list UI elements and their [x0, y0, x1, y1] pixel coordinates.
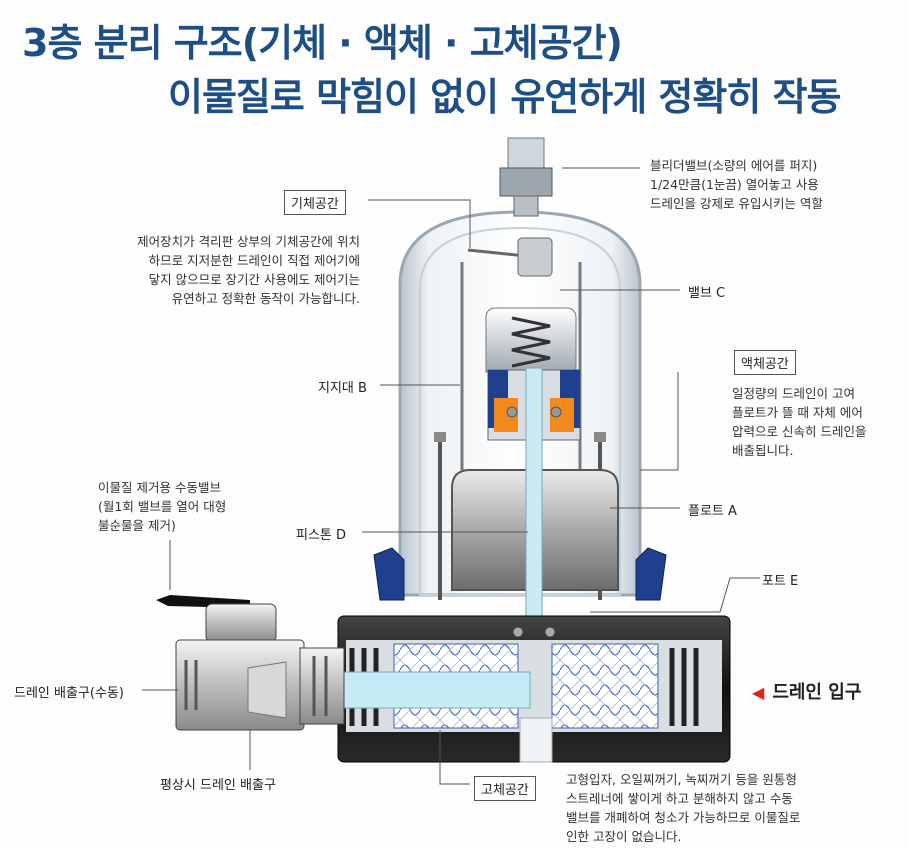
strainer-right: [551, 643, 659, 729]
bleeder-valve: [507, 137, 545, 169]
label-liquid-space: 액체공간: [734, 350, 796, 375]
normal-drain-outlet: [519, 717, 553, 763]
spring: [511, 316, 551, 368]
label-gas-space: 기체공간: [284, 190, 346, 215]
desc-gas: 제어장치가 격리판 상부의 기체공간에 위치 하므로 지저분한 드레인이 직접 …: [137, 234, 360, 306]
label-port-e: 포트 E: [762, 574, 799, 589]
label-drain-outlet-manual: 드레인 배출구(수동): [14, 686, 124, 701]
drain-channel: [329, 671, 531, 709]
arrow-left-icon: ◀: [752, 683, 765, 702]
title-line-1: 3층 분리 구조(기체 · 액체 · 고체공간): [22, 21, 623, 65]
label-valve-c: 밸브 C: [688, 286, 726, 301]
desc-manual-valve: 이물질 제거용 수동밸브 (월1회 밸브를 열어 대형 불순물을 제거): [98, 480, 227, 533]
title-line-2: 이물질로 막힘이 없이 유연하게 정확히 작동: [168, 75, 841, 119]
label-drain-inlet: 드레인 입구: [772, 682, 862, 703]
desc-bleeder: 블리더밸브(소량의 에어를 퍼지) 1/24만큼(1눈끔) 열어놓고 사용 드레…: [650, 158, 823, 211]
drain-inlet: ◀ 드레인 입구: [752, 678, 861, 704]
label-piston-d: 피스톤 D: [296, 528, 347, 543]
desc-solid: 고형입자, 오일찌꺼기, 녹찌꺼기 등을 원통형 스트레너에 쌓이게 하고 분해…: [566, 772, 801, 844]
label-solid-space: 고체공간: [474, 776, 536, 801]
valve-c: [517, 237, 553, 277]
label-drain-outlet-normal: 평상시 드레인 배출구: [160, 778, 276, 793]
manual-valve: [205, 603, 277, 643]
desc-liquid: 일정량의 드레인이 고여 플로트가 뜰 때 자체 에어 압력으로 신속히 드레인…: [732, 386, 867, 458]
label-float-a: 플로트 A: [688, 504, 737, 519]
label-support-b: 지지대 B: [318, 381, 367, 396]
